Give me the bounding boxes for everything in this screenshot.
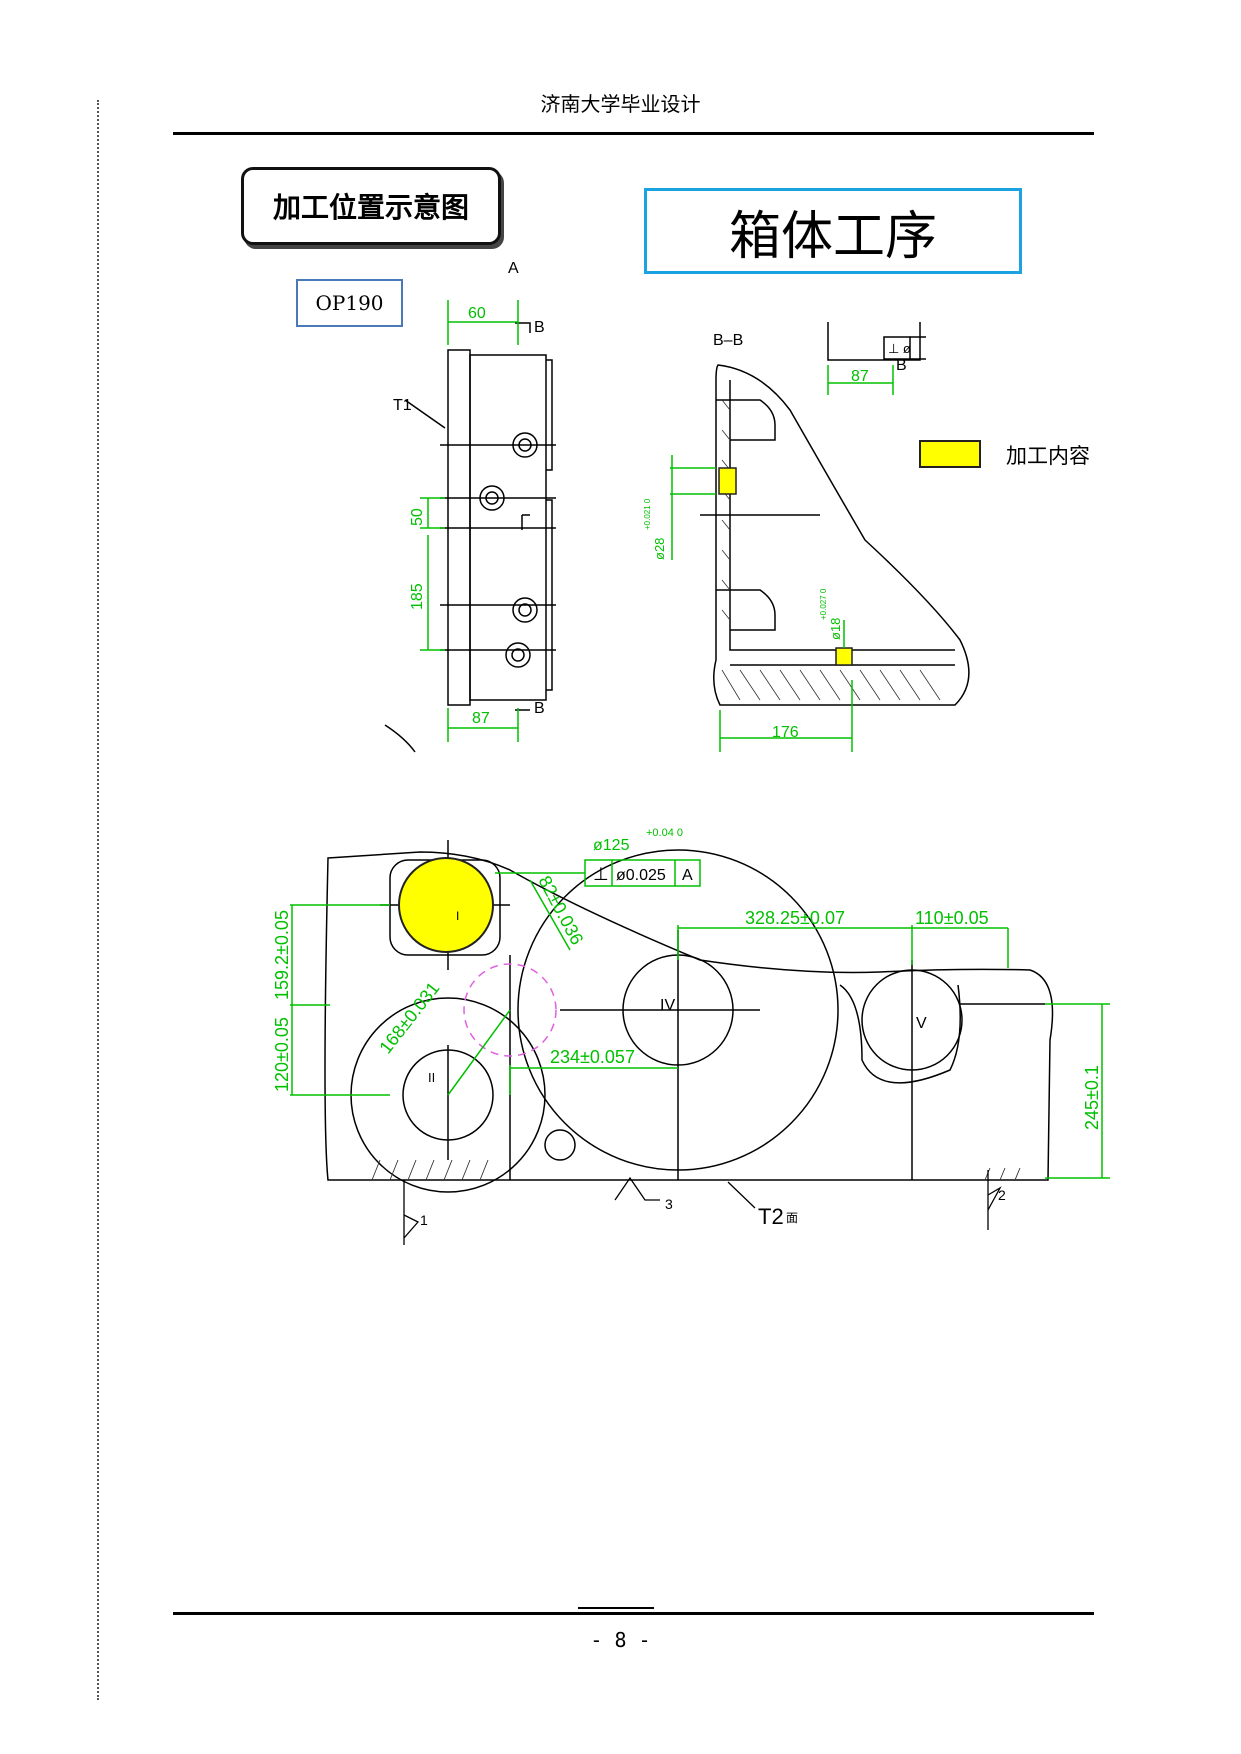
- roman-v: V: [916, 1015, 927, 1032]
- dim-185: 185: [409, 583, 426, 610]
- section-bb-label: B–B: [713, 332, 743, 349]
- dim-328: 328.25±0.07: [745, 908, 845, 928]
- dia-125: ø125: [593, 837, 630, 854]
- main-title: 箱体工序: [644, 188, 1022, 274]
- section-b-label-2: B: [534, 700, 545, 717]
- legend-label: 加工内容: [1006, 444, 1090, 468]
- dim-110: 110±0.05: [915, 908, 989, 928]
- dia-28: ø28: [652, 538, 667, 560]
- t2-suffix: 面: [786, 1211, 798, 1225]
- gdt-datum: A: [682, 867, 693, 884]
- view-a-label: A: [508, 260, 519, 277]
- footer-rule-short: [578, 1607, 654, 1609]
- section-b-marker: B: [896, 357, 907, 374]
- header-rule: [173, 132, 1094, 135]
- footer-rule: [173, 1612, 1094, 1615]
- page-number: - 8 -: [590, 1628, 651, 1652]
- drawing-view-a: A B B T1 60 87 50 185: [384, 260, 556, 753]
- t2-label: T2: [758, 1204, 784, 1229]
- marker-1: 1: [420, 1212, 428, 1228]
- dim-176: 176: [772, 724, 799, 741]
- dia-18-tol: +0.027 0: [819, 588, 828, 620]
- drawing-section-bb: B–B B ⊥ ø 87 176 ø28 +0.021 0 ø18 +0.027…: [643, 322, 970, 752]
- dim-60: 60: [468, 305, 486, 322]
- gdt-symbol: ⊥: [593, 864, 609, 884]
- dim-87-bb: 87: [851, 368, 869, 385]
- header-title: 济南大学毕业设计: [540, 92, 701, 116]
- t1-label: T1: [393, 397, 412, 414]
- dim-87: 87: [472, 710, 490, 727]
- marker-3: 3: [665, 1196, 673, 1212]
- binding-line: [97, 100, 99, 1700]
- marker-2: 2: [998, 1187, 1006, 1203]
- roman-ii: II: [428, 1070, 435, 1085]
- op-code: OP190: [296, 279, 403, 327]
- dim-159: 159.2±0.05: [272, 910, 292, 1000]
- gdt-value: ø0.025: [616, 867, 666, 884]
- dia-28-tol: +0.021 0: [643, 498, 652, 530]
- dim-50: 50: [409, 508, 426, 526]
- section-b-label: B: [534, 319, 545, 336]
- dim-120: 120±0.05: [272, 1017, 292, 1092]
- drawing-gearbox: ø125 +0.04 0 ⊥ ø0.025 A 82±0.036 328.25±…: [272, 827, 1110, 1245]
- dia-125-tol: +0.04 0: [646, 827, 683, 839]
- gdt-partial: ⊥ ø: [888, 341, 911, 356]
- dim-234: 234±0.057: [550, 1047, 635, 1067]
- legend-swatch: [919, 440, 981, 468]
- dia-18: ø18: [828, 618, 843, 640]
- dim-245: 245±0.1: [1082, 1065, 1102, 1130]
- position-diagram-label: 加工位置示意图: [241, 167, 501, 245]
- roman-i: I: [456, 909, 459, 923]
- dim-168: 168±0.031: [375, 978, 443, 1057]
- roman-iv: IV: [660, 997, 675, 1014]
